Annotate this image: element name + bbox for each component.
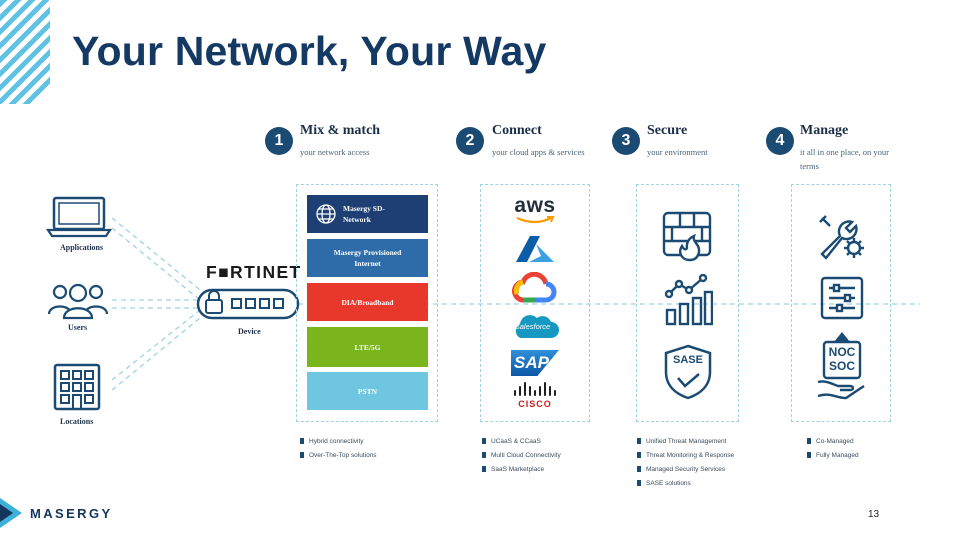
aws-logo: aws bbox=[510, 194, 560, 224]
google-cloud-icon bbox=[512, 272, 557, 303]
bullet-col3-1: Unified Threat Management bbox=[637, 437, 726, 446]
step-2-badge: 2 bbox=[456, 127, 484, 155]
bullet-col2-3: SaaS Marketplace bbox=[482, 465, 544, 474]
soc-text: SOC bbox=[828, 359, 855, 373]
cisco-logo: CISCO bbox=[511, 382, 559, 410]
wrench-gear-icon bbox=[819, 215, 864, 260]
bullet-col1-2: Over-The-Top solutions bbox=[300, 451, 377, 460]
cloud-column-box bbox=[480, 184, 590, 422]
bullet-col3-2: Threat Monitoring & Response bbox=[637, 451, 734, 460]
step-3-title: Secure bbox=[647, 123, 688, 138]
salesforce-logo-text: salesforce bbox=[516, 322, 551, 331]
step-3-subtitle: your environment bbox=[647, 147, 708, 157]
firewall-device-icon bbox=[196, 288, 300, 320]
layer-label: Masergy Provisioned Internet bbox=[333, 248, 402, 268]
bullet-col2-1: UCaaS & CCaaS bbox=[482, 437, 541, 446]
noc-soc-hand-icon bbox=[817, 332, 865, 400]
step-1-subtitle: your network access bbox=[300, 147, 370, 157]
laptop-icon bbox=[46, 196, 112, 238]
step-3-badge: 3 bbox=[612, 127, 640, 155]
sap-logo-text: SAP bbox=[514, 353, 549, 372]
layer-masergy-sd-network: Masergy SD-Network bbox=[307, 195, 428, 233]
layer-lte-5g: LTE/5G bbox=[307, 327, 428, 367]
layer-pstn: PSTN bbox=[307, 372, 428, 410]
step-4-title: Manage bbox=[800, 123, 849, 138]
step-1-badge: 1 bbox=[265, 127, 293, 155]
bullet-col1-1: Hybrid connectivity bbox=[300, 437, 364, 446]
manage-column-box bbox=[791, 184, 891, 422]
step-4-subtitle: it all in one place, on your terms bbox=[800, 147, 889, 171]
monitoring-chart-icon bbox=[664, 274, 713, 326]
layer-label: DIA/Broadband bbox=[341, 297, 394, 307]
cisco-logo-text: CISCO bbox=[518, 399, 552, 409]
bullet-col3-3: Managed Security Services bbox=[637, 465, 725, 474]
layer-label: LTE/5G bbox=[354, 342, 381, 352]
device-label: Device bbox=[238, 327, 261, 336]
step-1-title: Mix & match bbox=[300, 123, 381, 138]
masergy-logo-icon bbox=[0, 498, 22, 528]
page-title: Your Network, Your Way bbox=[72, 28, 547, 74]
layer-label: PSTN bbox=[357, 386, 378, 396]
noc-text: NOC bbox=[828, 345, 856, 359]
sase-badge-text: SASE bbox=[673, 354, 703, 366]
salesforce-cloud-icon bbox=[515, 315, 559, 338]
users-label: Users bbox=[68, 323, 88, 332]
users-icon bbox=[47, 283, 109, 320]
building-icon bbox=[53, 363, 101, 411]
secure-column-box bbox=[636, 184, 739, 422]
azure-icon bbox=[516, 236, 554, 262]
fortinet-logo: F■RTINET bbox=[206, 262, 302, 282]
step-4-badge: 4 bbox=[766, 127, 794, 155]
layer-dia-broadband: DIA/Broadband bbox=[307, 283, 428, 321]
layer-provisioned-internet: Masergy Provisioned Internet bbox=[307, 239, 428, 277]
sase-shield: SASE bbox=[663, 344, 713, 400]
salesforce-logo: salesforce bbox=[510, 312, 560, 342]
bullet-col2-2: Multi Cloud Connectivity bbox=[482, 451, 561, 460]
noc-soc-badge: NOC SOC bbox=[816, 330, 868, 402]
corner-stripes bbox=[0, 0, 50, 104]
locations-label: Locations bbox=[60, 417, 94, 426]
bullet-col4-2: Fully Managed bbox=[807, 451, 859, 460]
cisco-bars-icon bbox=[514, 382, 556, 396]
step-2-subtitle: your cloud apps & services bbox=[492, 147, 585, 157]
applications-label: Applications bbox=[60, 243, 104, 252]
firewall-flame-icon bbox=[662, 211, 712, 262]
masergy-brand: MASERGY bbox=[30, 506, 113, 521]
settings-sliders-icon bbox=[820, 276, 864, 320]
step-2-title: Connect bbox=[492, 123, 542, 138]
bullet-col4-1: Co-Managed bbox=[807, 437, 854, 446]
layer-label: Masergy SD-Network bbox=[343, 204, 385, 224]
page-number: 13 bbox=[868, 509, 880, 520]
aws-smile-icon bbox=[516, 216, 555, 224]
bullet-col3-4: SASE solutions bbox=[637, 479, 691, 488]
aws-logo-text: aws bbox=[514, 194, 556, 217]
access-column-box bbox=[296, 184, 438, 422]
shield-icon bbox=[664, 344, 712, 400]
globe-icon bbox=[316, 204, 336, 224]
